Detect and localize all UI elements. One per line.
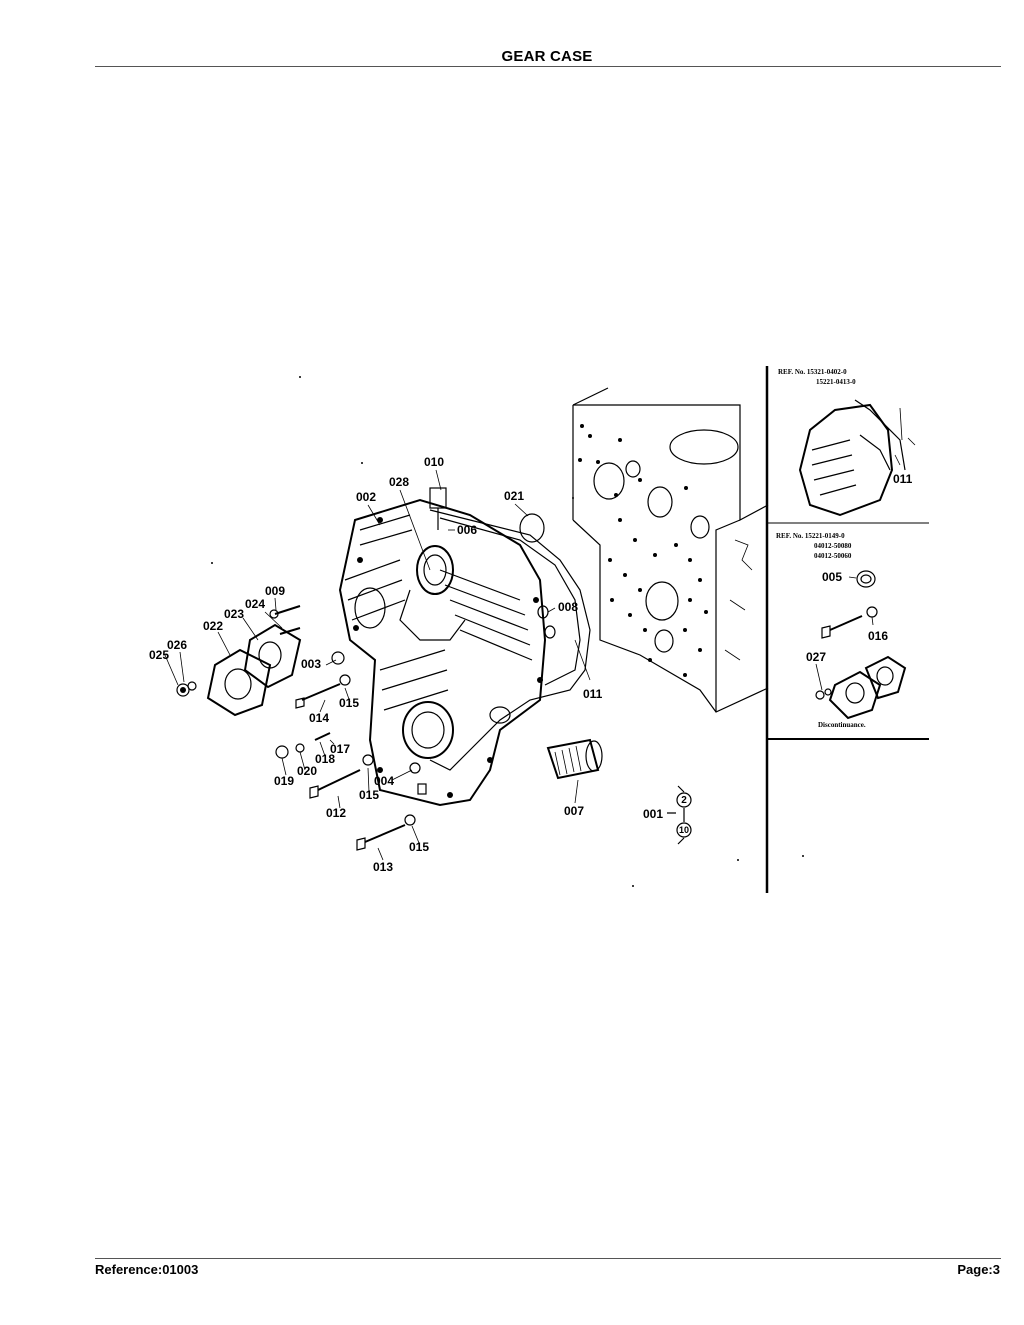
callout-025: 025	[149, 648, 169, 662]
inset-middle: REF. No. 15221-0149-0 04012-50080 04012-…	[776, 532, 907, 729]
callout-021: 021	[504, 489, 524, 503]
footer-divider	[95, 1258, 1001, 1259]
callout-015-b: 015	[359, 788, 379, 802]
callout-011: 011	[583, 687, 603, 701]
inset-middle-callout-005: 005	[822, 570, 842, 584]
callout-003: 003	[301, 657, 321, 671]
inset-middle-ref-1: REF. No. 15221-0149-0	[776, 532, 845, 540]
callout-008: 008	[558, 600, 578, 614]
o-ring-021-drawing	[519, 513, 545, 543]
callout-010: 010	[424, 455, 444, 469]
inset-middle-ref-2: 04012-50080	[814, 542, 852, 550]
leader-lines	[164, 469, 591, 861]
inset-middle-callout-016: 016	[868, 629, 888, 643]
qty-marker-2: 2	[681, 795, 687, 806]
inset-middle-ref-3: 04012-50060	[814, 552, 852, 560]
callout-013: 013	[373, 860, 393, 874]
callout-015-a: 015	[339, 696, 359, 710]
callout-007: 007	[564, 804, 584, 818]
callout-022: 022	[203, 619, 223, 633]
callout-001: 001	[643, 807, 663, 821]
callout-023: 023	[224, 607, 244, 621]
callout-009: 009	[265, 584, 285, 598]
callout-017: 017	[330, 742, 350, 756]
gear-case-drawing	[338, 487, 547, 807]
header-divider	[95, 66, 1001, 67]
callout-004: 004	[374, 774, 394, 788]
callout-024: 024	[245, 597, 265, 611]
qty-markers: 2 10	[667, 785, 692, 845]
oil-filter-drawing	[546, 738, 603, 780]
callout-018: 018	[315, 752, 335, 766]
callout-020: 020	[297, 764, 317, 778]
bolts-drawing	[269, 605, 427, 851]
callout-012: 012	[326, 806, 346, 820]
footer-page-number: Page:3	[957, 1262, 1000, 1277]
inset-middle-callout-027: 027	[806, 650, 826, 664]
inset-top-ref-2: 15221-0413-0	[816, 378, 856, 386]
inset-top-ref-1: REF. No. 15321-0402-0	[778, 368, 847, 376]
gasket-drawing	[429, 509, 591, 771]
inset-top-callout-011: 011	[893, 472, 913, 486]
inset-frame	[765, 366, 929, 893]
callout-labels: 010 028 002 021 006 009 024 023 022 026 …	[149, 455, 663, 874]
callout-014: 014	[309, 711, 329, 725]
inset-middle-note: Discontinuance.	[818, 721, 866, 729]
page-title: GEAR CASE	[501, 48, 593, 65]
footer-reference: Reference:01003	[95, 1262, 199, 1277]
callout-019: 019	[274, 774, 294, 788]
callout-028: 028	[389, 475, 409, 489]
inset-top: REF. No. 15321-0402-0 15221-0413-0 011	[778, 368, 916, 517]
callout-006: 006	[457, 523, 477, 537]
qty-marker-10: 10	[679, 825, 689, 835]
callout-015-c: 015	[409, 840, 429, 854]
scan-specks	[211, 376, 804, 887]
engine-block-drawing	[572, 387, 769, 713]
cover-plates-drawing	[176, 623, 302, 717]
callout-026: 026	[167, 638, 187, 652]
callout-002: 002	[356, 490, 376, 504]
